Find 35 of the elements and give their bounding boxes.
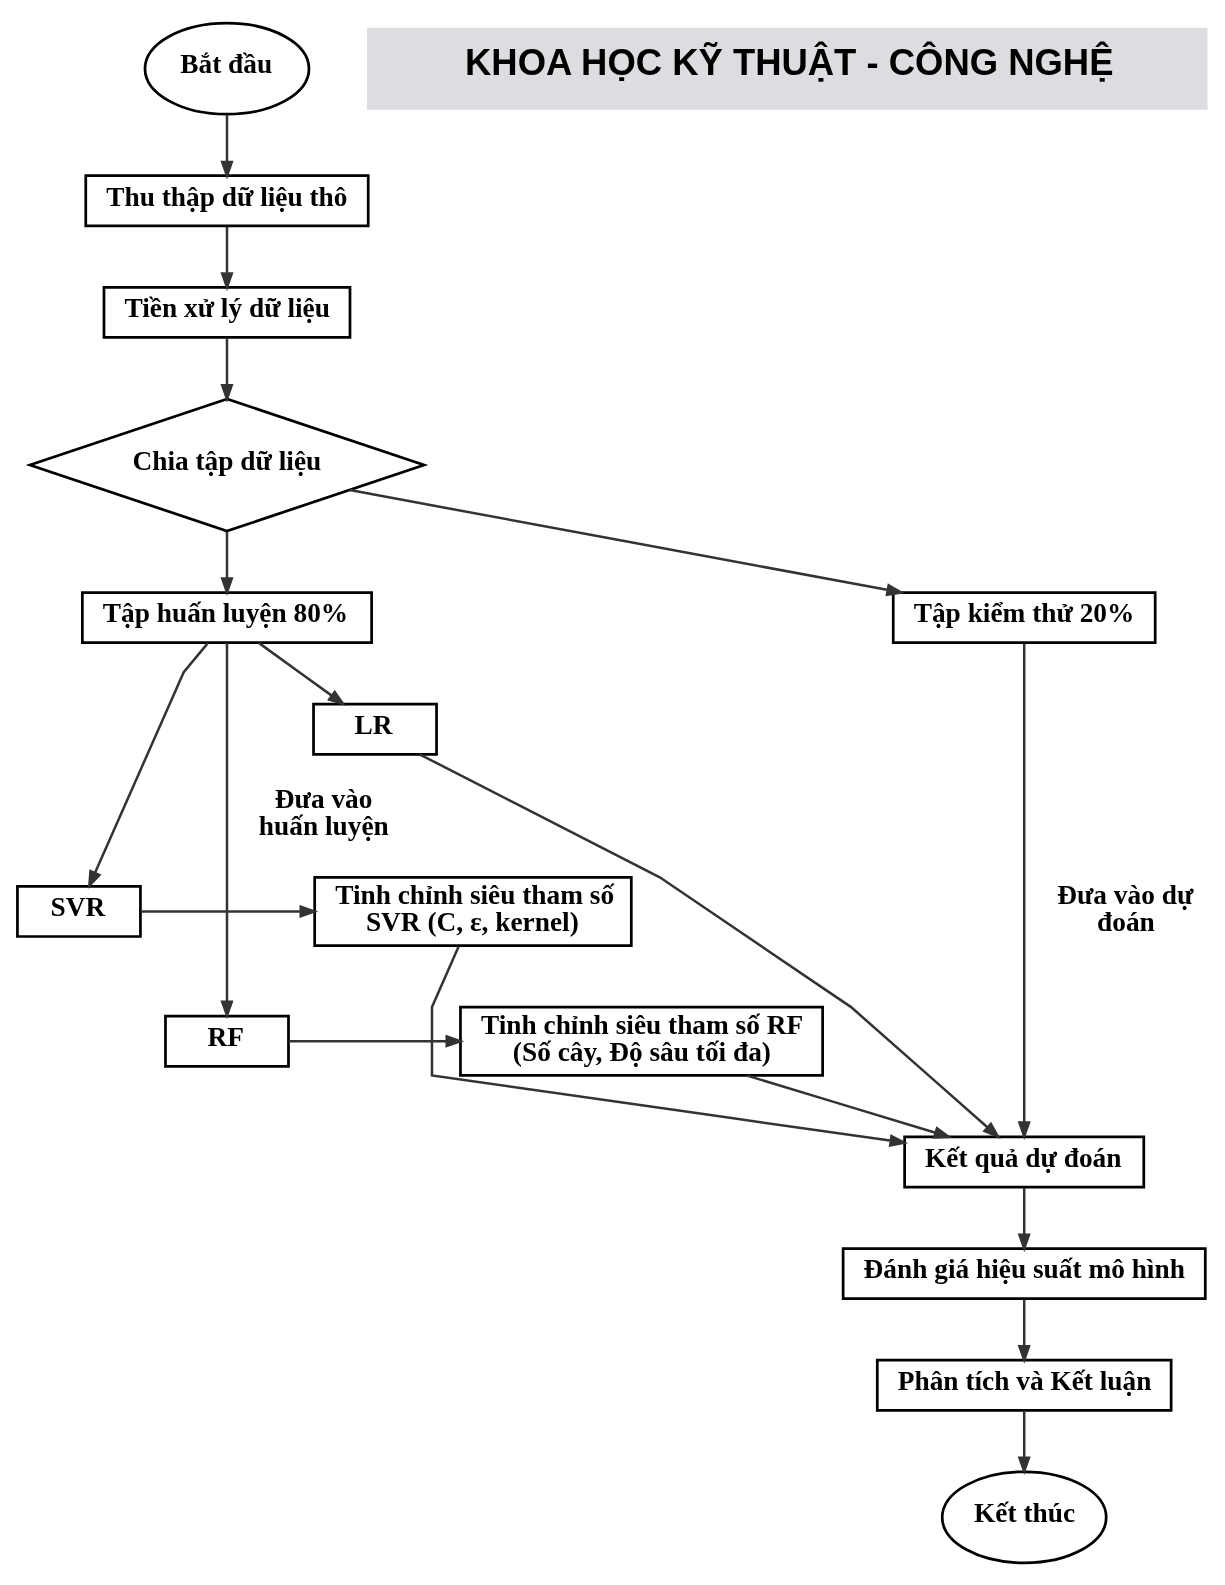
arrow <box>220 531 234 596</box>
arrow <box>746 1073 953 1139</box>
node-box: Tinh chỉnh siêu tham số RF (Số cây, Độ sâu tối đa) <box>459 1005 824 1077</box>
arrow <box>87 641 209 889</box>
arrow <box>220 114 234 179</box>
node-box: Kết quả dự đoán <box>903 1135 1146 1188</box>
arrow <box>220 226 234 291</box>
arrow <box>1017 643 1031 1140</box>
node-box: SVR <box>16 884 142 938</box>
node-box: Tinh chỉnh siêu tham số SVR (C, ε, kernel) <box>313 875 633 947</box>
label: KHOA HỌC KỸ THUẬT - CÔNG NGHỆ <box>465 41 1114 83</box>
node-box: LR <box>312 702 438 756</box>
node-box: Tiền xử lý dữ liệu <box>102 285 352 339</box>
arrow <box>1017 1299 1031 1364</box>
edge-label: Đưa vào huấn luyện <box>258 783 389 841</box>
node-box: Thu thập dữ liệu thô <box>84 173 370 227</box>
arrow <box>140 904 319 918</box>
arrow <box>288 1034 465 1048</box>
arrow <box>418 752 1001 1139</box>
arrow <box>220 642 234 1019</box>
arrow <box>220 337 234 403</box>
arrow <box>1017 1187 1031 1252</box>
arrow <box>258 641 347 706</box>
arrow <box>430 945 909 1147</box>
node-box: Tập kiểm thử 20% <box>891 590 1157 644</box>
node-box: Tập huấn luyện 80% <box>81 590 373 644</box>
node-box: Đánh giá hiệu suất mô hình <box>841 1246 1207 1300</box>
node-box: RF <box>164 1014 290 1068</box>
arrow <box>1017 1409 1031 1475</box>
node-box: Phân tích và Kết luận <box>875 1358 1173 1412</box>
node-ellipse: Kết thúc <box>940 1469 1108 1564</box>
arrow <box>349 488 905 596</box>
node-ellipse: Bắt đầu <box>143 21 311 116</box>
node-diamond: Chia tập dữ liệu <box>25 397 429 532</box>
edge-label: Đưa vào dự đoán <box>1057 879 1194 937</box>
